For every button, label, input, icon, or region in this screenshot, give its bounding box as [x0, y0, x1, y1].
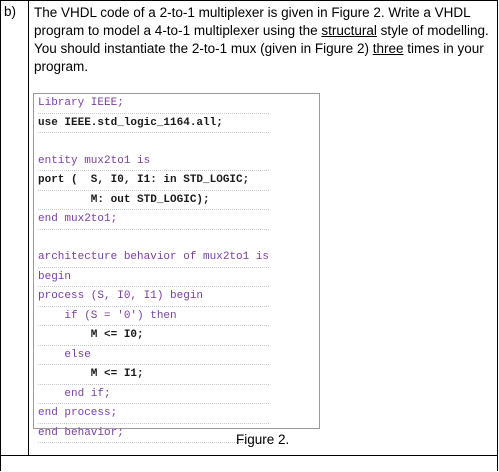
code-line: M <= I0;	[38, 326, 270, 346]
code-line: end if;	[38, 385, 270, 404]
question-text-part-1: The VHDL code of a 2-to-1 multiplexer is…	[34, 5, 471, 38]
question-label: b)	[4, 4, 17, 19]
question-text-part-2: style of modelling. You should instantia…	[34, 23, 489, 56]
underlined-structural: structural	[321, 23, 377, 38]
code-line	[38, 230, 269, 249]
code-line: use IEEE.std_logic_1164.all;	[38, 114, 270, 133]
code-line: end behavior;	[38, 424, 270, 443]
code-line: process (S, I0, I1) begin	[38, 287, 270, 307]
right-border	[497, 0, 498, 471]
code-line: end process;	[38, 404, 270, 424]
code-line: end mux2to1;	[38, 210, 270, 230]
left-border	[0, 0, 1, 471]
figure-caption: Figure 2.	[236, 432, 290, 447]
code-line: entity mux2to1 is	[38, 152, 270, 171]
label-column-divider	[28, 0, 29, 456]
question-text: The VHDL code of a 2-to-1 multiplexer is…	[34, 4, 492, 76]
question-text-part-3: times in your program.	[34, 41, 484, 74]
code-line: architecture behavior of mux2to1 is	[38, 248, 270, 268]
code-line: else	[38, 346, 270, 365]
code-line: if (S = '0') then	[38, 307, 270, 326]
code-line: begin	[38, 268, 270, 287]
vhdl-code-listing: Library IEEE;use IEEE.std_logic_1164.all…	[33, 93, 320, 443]
underlined-three: three	[372, 41, 404, 56]
code-line	[38, 133, 269, 152]
code-line: M: out STD_LOGIC);	[38, 191, 270, 210]
code-line: M <= I1;	[38, 365, 270, 385]
row-bottom-border	[0, 455, 498, 456]
code-line: Library IEEE;	[38, 94, 270, 114]
code-line: port ( S, I0, I1: in STD_LOGIC;	[38, 171, 270, 191]
top-border	[0, 0, 498, 1]
